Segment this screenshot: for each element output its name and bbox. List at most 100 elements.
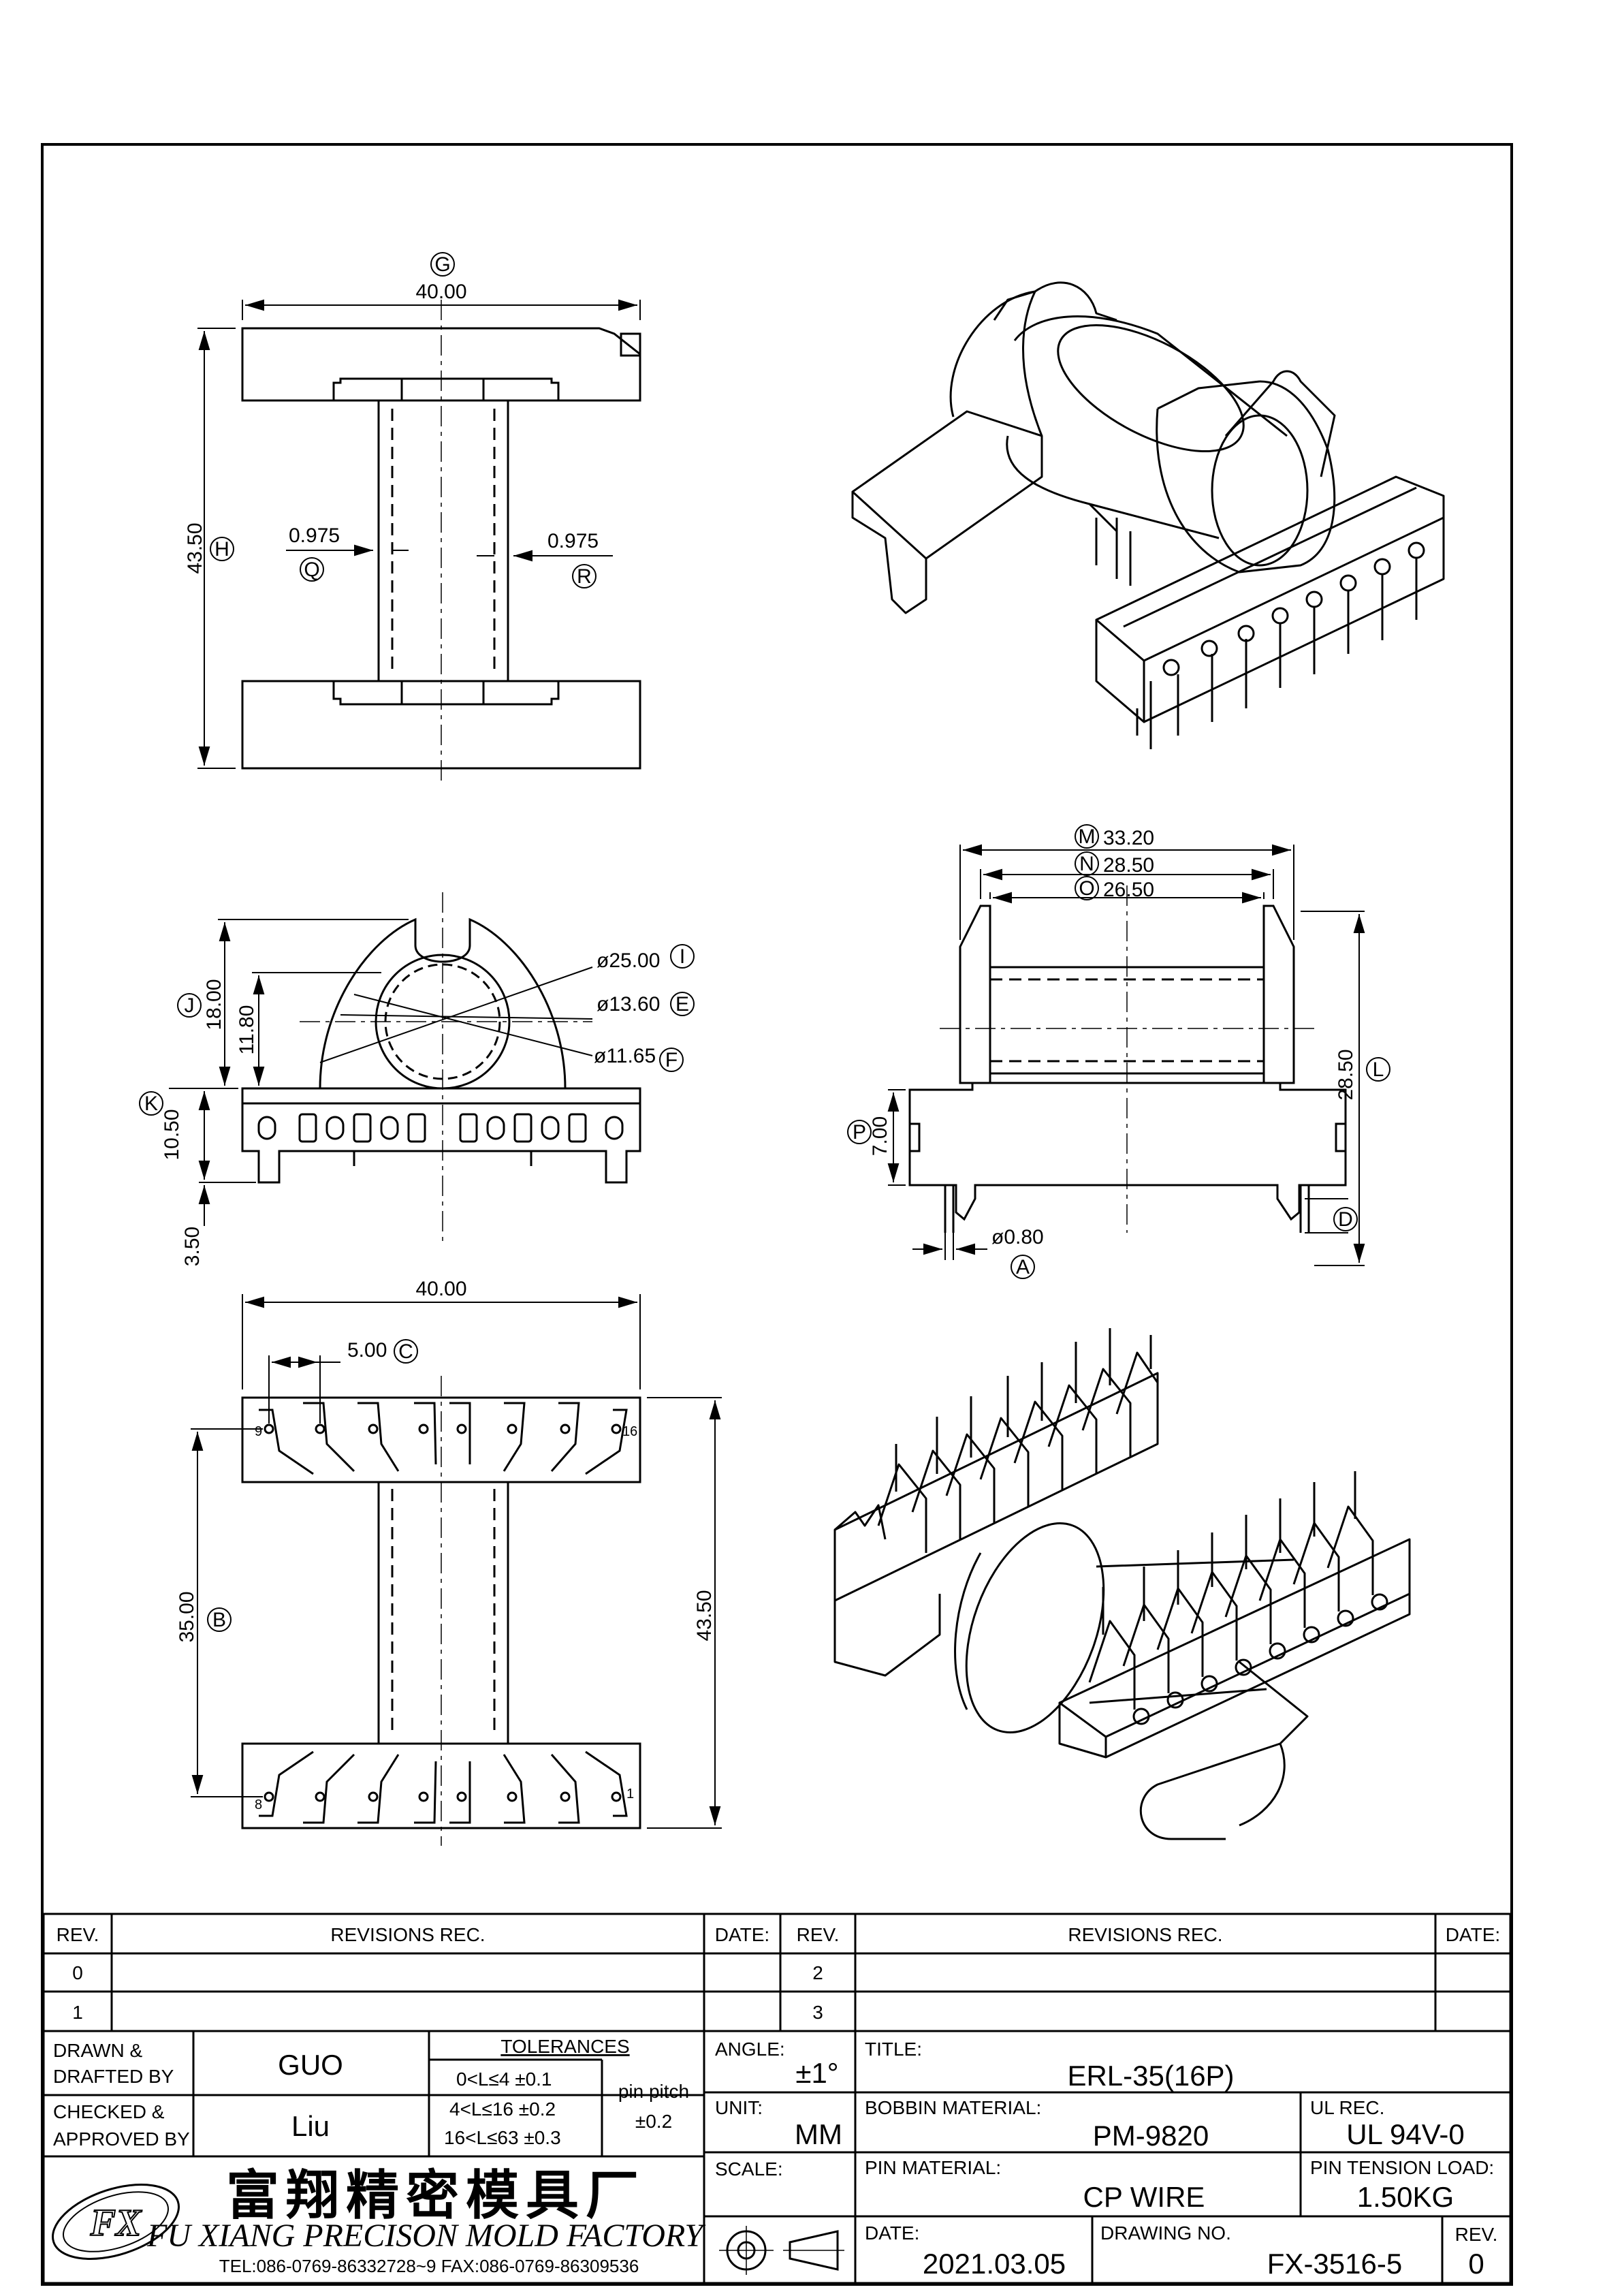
title-block-text: DRAWN & DRAFTED BY GUO CHECKED & APPROVE… [52,2036,1498,2280]
pin-material-label: PIN MATERIAL: [865,2157,1001,2178]
bobbin-material-value: PM-9820 [1093,2120,1209,2152]
front-d3-ref: F [665,1049,678,1071]
top-view-dims: G 40.00 43.50 H 0.975 Q 0.975 R [184,252,599,588]
drawing-no-label: DRAWING NO. [1100,2222,1231,2244]
side-w2-dim: 28.50 [1103,854,1154,877]
bottom-top-pins [259,1402,628,1475]
side-pin-diameter-ref: A [1016,1256,1030,1278]
scale-label: SCALE: [715,2158,783,2180]
top-wall-left-dim: 0.975 [289,524,340,547]
company-name-en: FU XIANG PRECISON MOLD FACTORY [146,2218,705,2254]
front-view [169,892,641,1246]
bottom-pin-9-label: 9 [255,1424,262,1439]
front-total-height-ref: J [185,994,195,1017]
side-w3-ref: O [1079,877,1094,900]
front-foot-height-dim: 3.50 [181,1227,204,1266]
pin-tension-label: PIN TENSION LOAD: [1310,2157,1494,2178]
company-name-cn: 富翔精密模具厂 [226,2165,646,2227]
rev-row-0: 0 [72,1962,83,1983]
side-w2-ref: N [1079,853,1094,875]
bottom-pin-8-label: 8 [255,1797,262,1812]
ul-value: UL 94V-0 [1346,2118,1465,2150]
bottom-view [191,1294,722,1846]
projection-symbol [719,2226,844,2275]
date-header-right: DATE: [1446,1924,1500,1945]
side-pin-length-ref: D [1338,1208,1353,1231]
title-value: ERL-35(16P) [1067,2060,1234,2092]
company-logo: FX [52,2184,180,2260]
top-height-ref: H [214,538,229,561]
top-wall-left-ref: Q [304,559,319,581]
pin-pitch-label: pin pitch [618,2081,689,2102]
bobbin-material-label: BOBBIN MATERIAL: [865,2097,1041,2118]
rec-header-left: REVISIONS REC. [330,1924,485,1945]
revisions-text: REV. REVISIONS REC. DATE: REV. REVISIONS… [57,1924,1501,2023]
top-wall-right-ref: R [577,565,592,588]
bottom-pin-1-label: 1 [626,1787,634,1802]
side-w1-ref: M [1079,825,1096,848]
checked-label-1: CHECKED & [53,2101,165,2122]
rev-value: 0 [1468,2248,1484,2280]
bottom-pitch-ref: C [398,1340,413,1363]
side-height-dim: 28.50 [1335,1049,1357,1100]
tolerance-row-2: 4<L≤16 ±0.2 [449,2098,556,2120]
sheet-border [41,143,1513,2286]
pin-material-value: CP WIRE [1083,2181,1205,2213]
top-width-dim: 40.00 [415,281,466,303]
bottom-view-dims: 40.00 5.00 C 35.00 B 43.50 9 16 8 1 [176,1278,716,1812]
front-base-height-dim: 10.50 [161,1109,183,1160]
bottom-pin-16-label: 16 [622,1424,637,1439]
side-height-ref: L [1373,1058,1384,1081]
side-view [887,844,1365,1266]
front-center-height-dim: 11.80 [236,1005,258,1055]
iso-view-upper [851,281,1445,749]
unit-value: MM [795,2118,842,2150]
front-d3-dim: ø11.65 [594,1045,656,1067]
rev-row-3: 3 [812,2002,823,2023]
rev-header-left: REV. [57,1924,99,1945]
bottom-height-dim: 43.50 [693,1590,716,1641]
tolerance-row-3: 16<L≤63 ±0.3 [444,2127,561,2148]
logo-text: FX [90,2202,142,2244]
bottom-width-dim: 40.00 [415,1278,466,1300]
bottom-span-dim: 35.00 [176,1591,198,1642]
top-width-ref: G [434,253,450,276]
rev-row-1: 1 [72,2002,83,2023]
drawing-no-value: FX-3516-5 [1267,2248,1402,2280]
title-label: TITLE: [865,2039,922,2060]
front-total-height-dim: 18.00 [203,979,225,1030]
angle-value: ±1° [795,2057,838,2089]
top-height-dim: 43.50 [184,522,206,573]
front-d2-dim: ø13.60 [597,993,660,1016]
title-block-grid [42,2030,1512,2284]
rec-header-right: REVISIONS REC. [1068,1924,1222,1945]
bottom-pitch-dim: 5.00 [347,1339,387,1362]
side-base-height-dim: 7.00 [869,1116,891,1156]
date-value: 2021.03.05 [923,2248,1066,2280]
pin-pitch-value: ±0.2 [635,2111,672,2132]
side-view-dims: M 33.20 N 28.50 O 26.50 28.50 L 7.00 P D… [847,824,1390,1279]
top-view [197,299,641,783]
tolerance-row-1: 0<L≤4 ±0.1 [456,2069,552,2090]
rev-header-right: REV. [797,1924,840,1945]
front-base-height-ref: K [144,1092,158,1115]
checked-value: Liu [291,2110,330,2142]
side-w1-dim: 33.20 [1103,827,1154,849]
side-w3-dim: 26.50 [1103,879,1154,901]
drawn-label-1: DRAWN & [53,2040,143,2061]
top-wall-right-dim: 0.975 [547,530,599,552]
company-contact: TEL:086-0769-86332728~9 FAX:086-0769-863… [219,2256,639,2276]
rev-label: REV. [1455,2224,1498,2245]
pin-tension-value: 1.50KG [1357,2181,1454,2213]
tolerances-header: TOLERANCES [500,2036,629,2057]
checked-label-2: APPROVED BY [53,2128,190,2150]
angle-label: ANGLE: [715,2039,785,2060]
revisions-table [42,1913,1512,2032]
side-pin-diameter-dim: ø0.80 [991,1226,1044,1248]
iso-view-lower [833,1328,1411,1840]
front-d2-ref: E [675,993,689,1016]
drawn-label-2: DRAFTED BY [53,2066,174,2087]
date-header-left: DATE: [715,1924,769,1945]
rev-row-2: 2 [812,1962,823,1983]
